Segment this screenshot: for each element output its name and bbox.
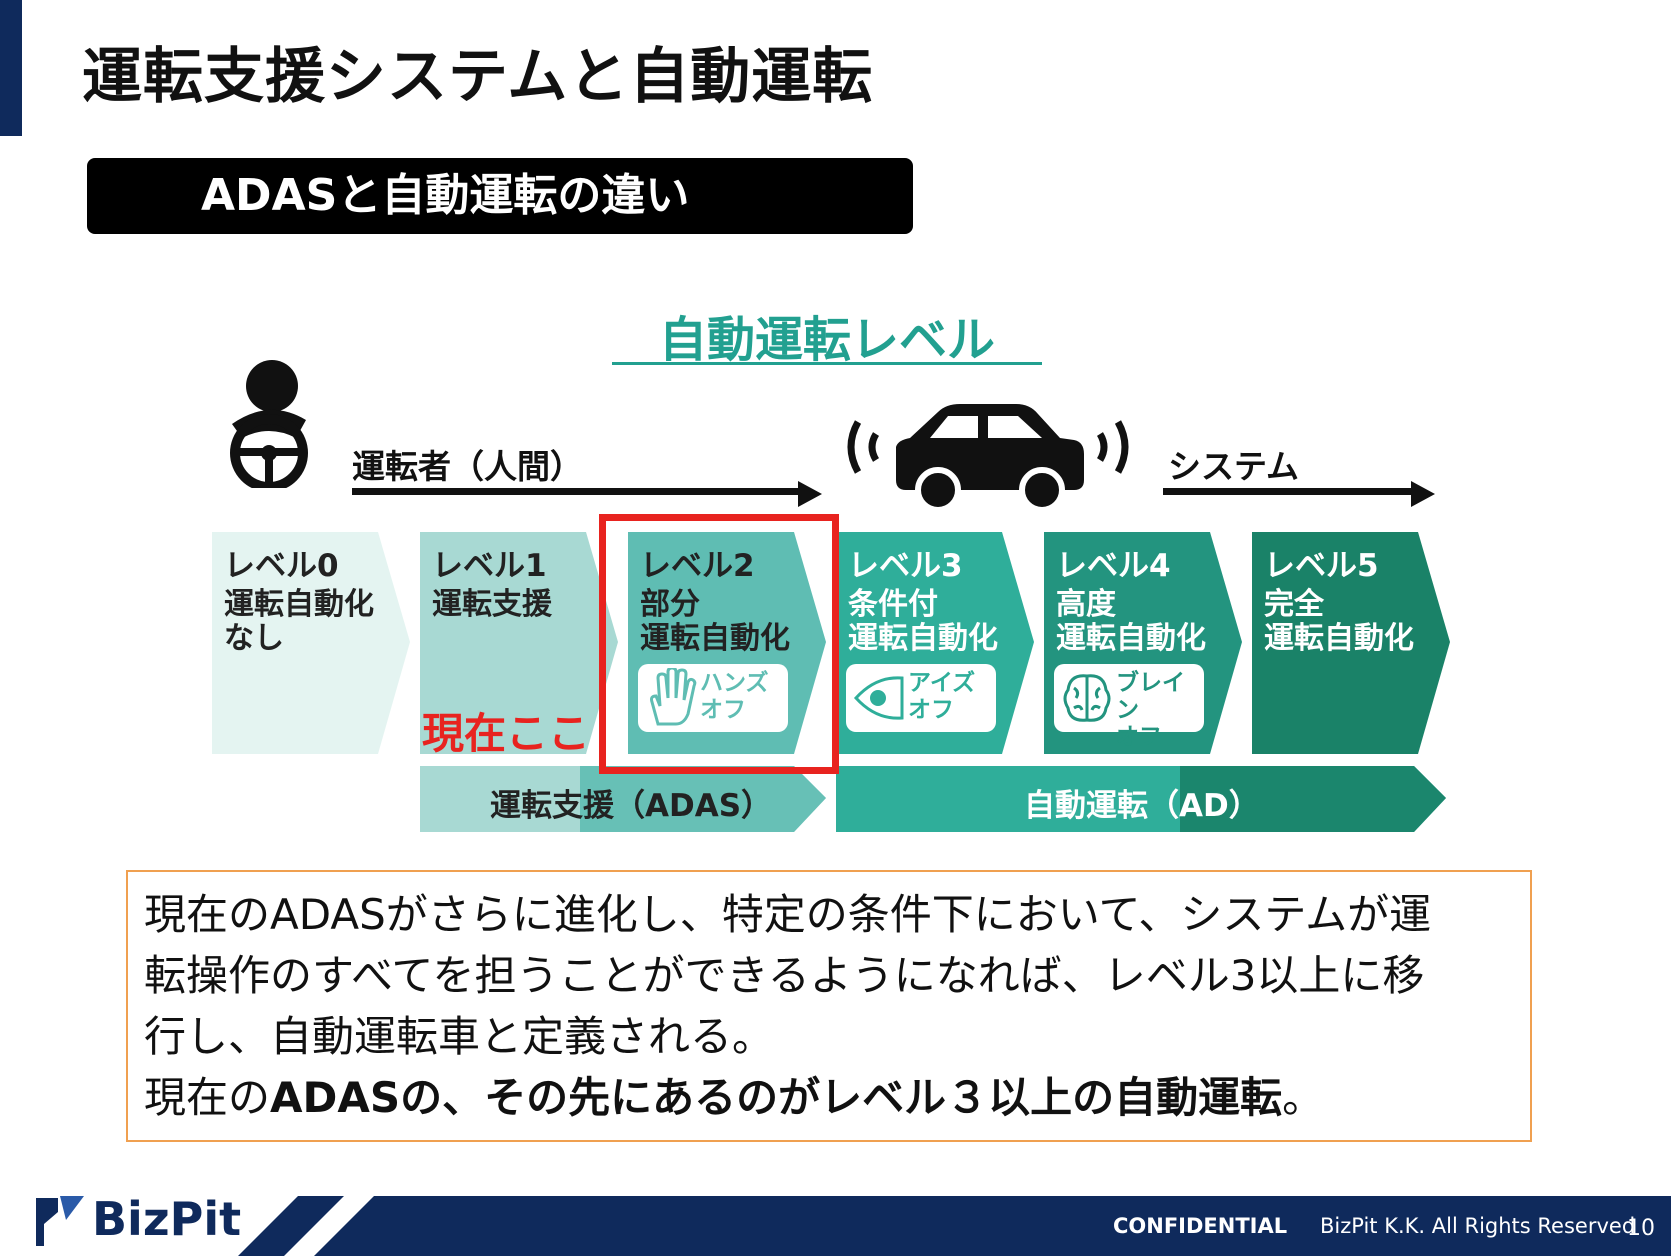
level-2-desc-line1: 部分: [640, 587, 700, 622]
bizpit-logo-mark: [36, 1196, 84, 1246]
brain-off-badge-line2: オフ: [1116, 724, 1162, 750]
level-1-desc-line1: 運転支援: [432, 587, 552, 622]
level-4-desc-line1: 高度: [1056, 587, 1116, 622]
level-2-desc-line2: 運転自動化: [640, 621, 790, 656]
eyes-off-badge-line2: オフ: [908, 697, 954, 723]
explanation-line-4-suffix: 。: [1282, 1073, 1325, 1122]
eyes-off-badge-line1: アイズ: [908, 670, 976, 696]
ad-band-label: 自動運転（AD）: [1024, 788, 1260, 824]
brain-off-badge-line1: ブレイン: [1116, 670, 1185, 723]
level-5-chevron: [1252, 532, 1450, 754]
footer-confidential: CONFIDENTIAL: [1113, 1214, 1288, 1238]
ad-band-dark: [1180, 766, 1446, 832]
level-0-title: レベル0: [224, 548, 339, 584]
adas-band-dark: [580, 766, 826, 832]
level-1-chevron: [420, 532, 618, 754]
eyes-off-badge: アイズ オフ: [846, 664, 996, 732]
level-5-title: レベル5: [1264, 548, 1379, 584]
section-heading: ADASと自動運転の違い: [87, 158, 913, 234]
system-arrow-line: [1163, 488, 1413, 495]
system-axis-label: システム: [1168, 447, 1300, 486]
level-0-desc-line2: なし: [224, 621, 284, 656]
hand-icon: [650, 668, 697, 726]
page-number: 10: [1627, 1216, 1655, 1241]
level-3-desc-line1: 条件付: [848, 587, 938, 622]
page-title: 運転支援システムと自動運転: [82, 42, 874, 112]
hands-off-badge: ハンズ オフ: [638, 664, 788, 732]
current-level-highlight: [599, 514, 839, 774]
footer-band: [238, 1196, 1671, 1256]
driver-icon: [230, 360, 308, 488]
explanation-line-4-prefix: 現在の: [144, 1073, 271, 1122]
level-5-desc-line2: 運転自動化: [1264, 621, 1414, 656]
car-icon: [847, 404, 1129, 513]
diagram-heading-underline: [612, 362, 1042, 365]
explanation-line-2: 転操作のすべてを担うことができるようになれば、レベル3以上に移: [144, 951, 1425, 1000]
level-0-chevron: [212, 532, 410, 754]
explanation-box: 現在のADASがさらに進化し、特定の条件下において、システムが運 転操作のすべて…: [126, 870, 1532, 1142]
explanation-line-4: 現在のADASの、その先にあるのがレベル３以上の自動運転。: [144, 1067, 1514, 1128]
level-0-desc-line1: 運転自動化: [224, 587, 374, 622]
level-4-title: レベル4: [1056, 548, 1171, 584]
brain-icon: [1063, 674, 1111, 722]
hands-off-badge-line1: ハンズ: [700, 670, 769, 696]
level-4-desc-line2: 運転自動化: [1056, 621, 1206, 656]
explanation-line-1: 現在のADASがさらに進化し、特定の条件下において、システムが運: [144, 890, 1432, 939]
explanation-line-4-emphasis: ADASの、その先にあるのがレベル３以上の自動運転: [270, 1073, 1283, 1122]
footer-logo: BizPit: [92, 1192, 242, 1246]
current-position-label: 現在ここ: [422, 709, 591, 758]
explanation-line-3: 行し、自動運転車と定義される。: [144, 1012, 775, 1061]
level-3-desc-line2: 運転自動化: [848, 621, 998, 656]
hands-off-badge-line2: オフ: [700, 697, 746, 723]
level-5-desc-line1: 完全: [1264, 587, 1324, 622]
diagram-heading: 自動運転レベル: [658, 312, 995, 368]
system-arrow-head: [1411, 481, 1435, 507]
level-1-title: レベル1: [432, 548, 547, 584]
driver-axis-label: 運転者（人間）: [352, 447, 583, 486]
adas-band-label: 運転支援（ADAS）: [490, 788, 773, 824]
left-accent-bar: [0, 0, 22, 136]
footer-copyright: BizPit K.K. All Rights Reserved: [1320, 1214, 1636, 1238]
driver-arrow-head: [798, 481, 822, 507]
level-2-title: レベル2: [640, 548, 755, 584]
driver-arrow-line: [352, 488, 800, 495]
brain-off-badge: ブレイン オフ: [1054, 664, 1204, 750]
level-3-title: レベル3: [848, 548, 963, 584]
eye-icon: [853, 676, 904, 720]
